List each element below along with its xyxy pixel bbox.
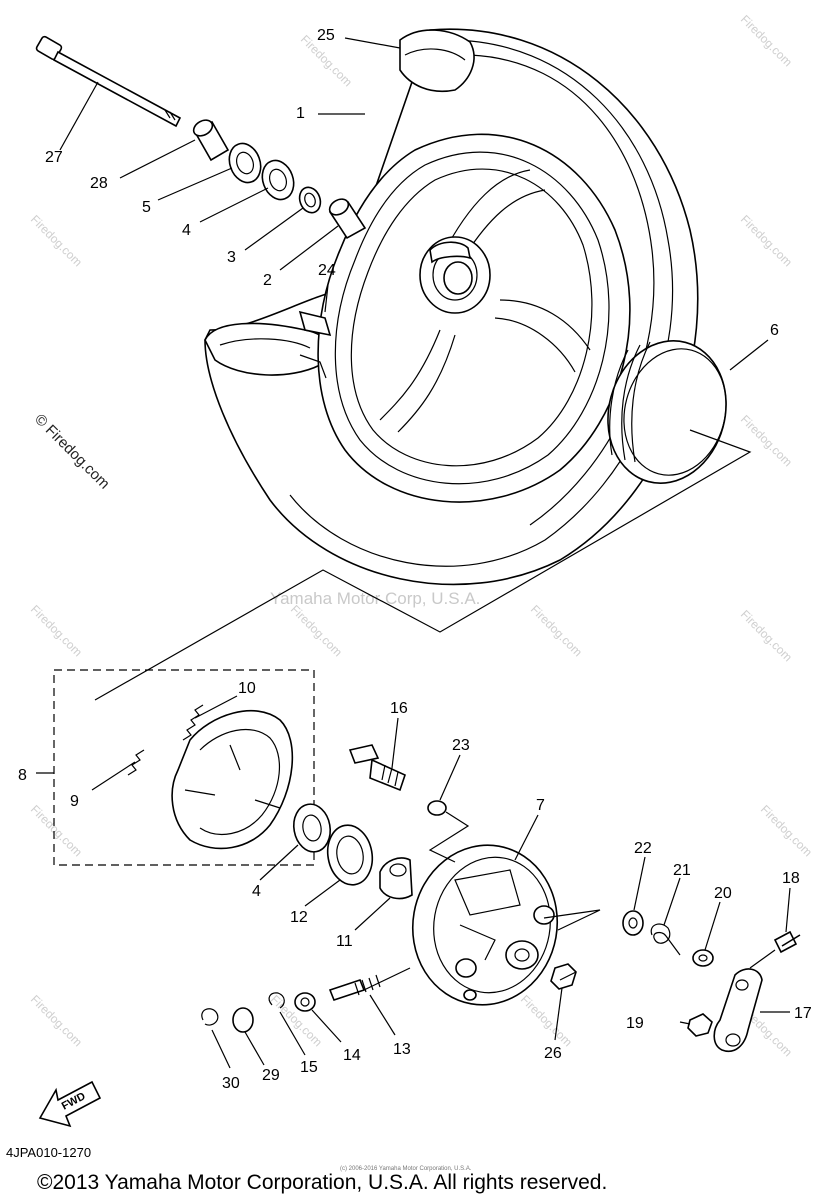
leader-lines-top [59,37,769,701]
oil-seal [326,824,374,886]
return-spring [650,923,681,956]
callout-11: 11 [336,933,353,950]
callout-29: 29 [262,1067,280,1084]
spacer-tube [328,198,367,240]
washer [294,992,316,1012]
callout-30: 30 [222,1075,240,1092]
fwd-arrow: FWD [38,1080,102,1128]
copyright-notice: ©2013 Yamaha Motor Corporation, U.S.A. A… [37,1171,607,1194]
watermark: Firedog.com [738,607,795,664]
fine-print: (c) 2006-2016 Yamaha Motor Corporation, … [340,1166,472,1172]
leader-lines-bottom [91,695,791,1069]
watermark: Firedog.com [28,212,85,269]
callout-15: 15 [300,1059,318,1076]
clip [201,1008,219,1026]
nut [550,963,577,990]
callout-26: 26 [544,1045,562,1062]
callout-13: 13 [393,1041,411,1058]
watermark: Firedog.com [28,602,85,659]
watermark: Firedog.com [758,802,815,859]
callout-28: 28 [90,175,108,192]
callout-17: 17 [794,1005,812,1022]
callout-16: 16 [390,700,408,717]
watermark: Firedog.com [528,602,585,659]
bearing-lower [292,803,332,853]
callout-labels: 25 1 27 28 5 4 3 2 24 6 10 8 9 16 23 7 2… [18,27,812,1092]
camshaft [348,744,406,792]
collar [298,186,322,214]
bearing [228,142,295,201]
o-ring-small [232,1007,254,1033]
callout-10: 10 [238,680,256,697]
seal [622,910,644,936]
callout-27: 27 [45,149,63,166]
callout-5: 5 [142,199,151,216]
diagram-code: 4JPA010-1270 [6,1145,91,1160]
firedog-watermark: © Firedog.com [31,411,113,493]
callout-2: 2 [263,272,272,289]
callout-1: 1 [296,105,305,122]
callout-20: 20 [714,885,732,902]
callout-7: 7 [536,797,545,814]
watermark: Firedog.com [28,802,85,859]
collar-lower [379,857,413,900]
o-ring [427,800,447,816]
yamaha-watermark: Yamaha Motor Corp, U.S.A. [270,589,480,608]
callout-4: 4 [182,222,191,239]
callout-25: 25 [317,27,335,44]
callout-23: 23 [452,737,470,754]
indicator-plate [692,949,714,967]
callout-19: 19 [626,1015,644,1032]
brake-shoe-kit-box [53,669,315,866]
watermark: Firedog.com [738,412,795,469]
callout-24: 24 [318,262,336,279]
callout-6: 6 [770,322,779,339]
brake-lever [687,930,801,1052]
callout-4-lower: 4 [252,883,261,900]
watermark: Firedog.com [518,992,575,1049]
brake-shoes [127,704,294,850]
callout-12: 12 [290,909,308,926]
callout-8: 8 [18,767,27,784]
callout-21: 21 [673,862,691,879]
wheel-assembly [204,28,699,586]
axle [35,35,182,128]
spacer [192,119,230,162]
watermark: Firedog.com [738,12,795,69]
circlip [268,992,285,1009]
wear-indicator [328,974,381,1001]
watermark: Firedog.com [28,992,85,1049]
callout-3: 3 [227,249,236,266]
callout-14: 14 [343,1047,361,1064]
rim-band [607,340,727,484]
watermark: Firedog.com [738,212,795,269]
callout-9: 9 [70,793,79,810]
callout-22: 22 [634,840,652,857]
watermark: Firedog.com [288,602,345,659]
brake-plate [411,844,559,1006]
callout-18: 18 [782,870,800,887]
